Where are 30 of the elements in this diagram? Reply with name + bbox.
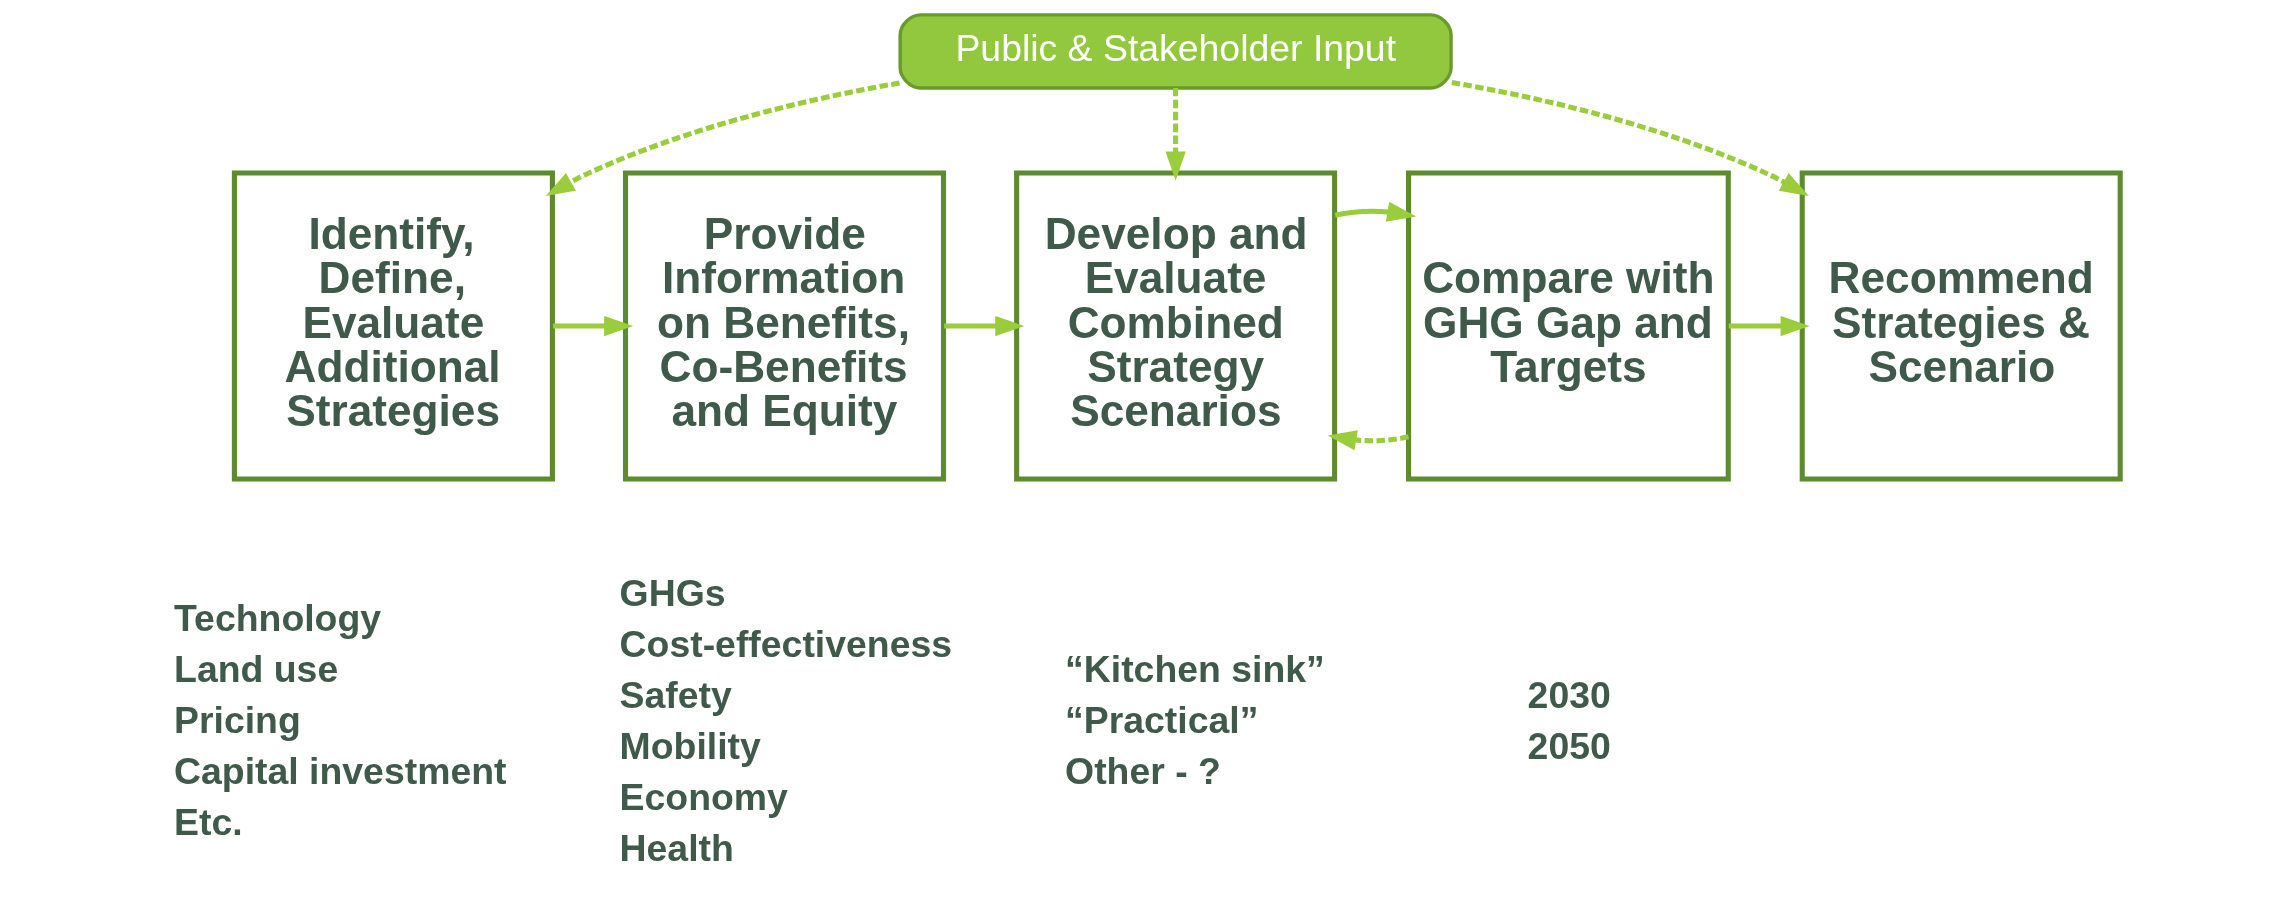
node-box: Identify, Define, Evaluate Additional Strategies: [231, 170, 555, 482]
node-box: Provide Information on Benefits, Co-Benefits and Equity: [622, 170, 946, 482]
node-label: 2050: [1527, 724, 1611, 767]
node-label: GHGs: [619, 571, 726, 614]
node-label: Etc.: [173, 801, 243, 844]
node-label: Other - ?: [1064, 750, 1221, 793]
node-label: “Kitchen sink”: [1064, 648, 1325, 691]
node-box: Recommend Strategies & Scenario: [1799, 170, 2123, 482]
node-box: Develop and Evaluate Combined Strategy Scenarios: [1013, 170, 1337, 482]
node-box: Compare with GHG Gap and Targets: [1405, 170, 1731, 482]
arrow: [1164, 88, 1186, 181]
arrow: [1450, 79, 1809, 197]
node-label: Pricing: [173, 699, 301, 742]
arrow: [1728, 315, 1810, 337]
node-box: Public & Stakeholder Input: [897, 13, 1453, 90]
node-label: Technology: [173, 597, 381, 640]
node-label: Economy: [619, 775, 788, 818]
arrow: [1334, 201, 1416, 222]
node-label: “Practical”: [1064, 699, 1258, 742]
arrow: [545, 80, 900, 197]
node-label: Capital investment: [173, 750, 507, 793]
node-label: Safety: [619, 673, 732, 716]
node-label: Land use: [173, 648, 338, 691]
node-label: Mobility: [619, 724, 761, 767]
node-label: Health: [619, 826, 734, 869]
node-label: 2030: [1527, 673, 1611, 716]
arrow: [552, 315, 633, 337]
arrow: [1327, 430, 1409, 451]
node-label: Cost-effectiveness: [619, 622, 952, 665]
arrow: [943, 315, 1024, 337]
